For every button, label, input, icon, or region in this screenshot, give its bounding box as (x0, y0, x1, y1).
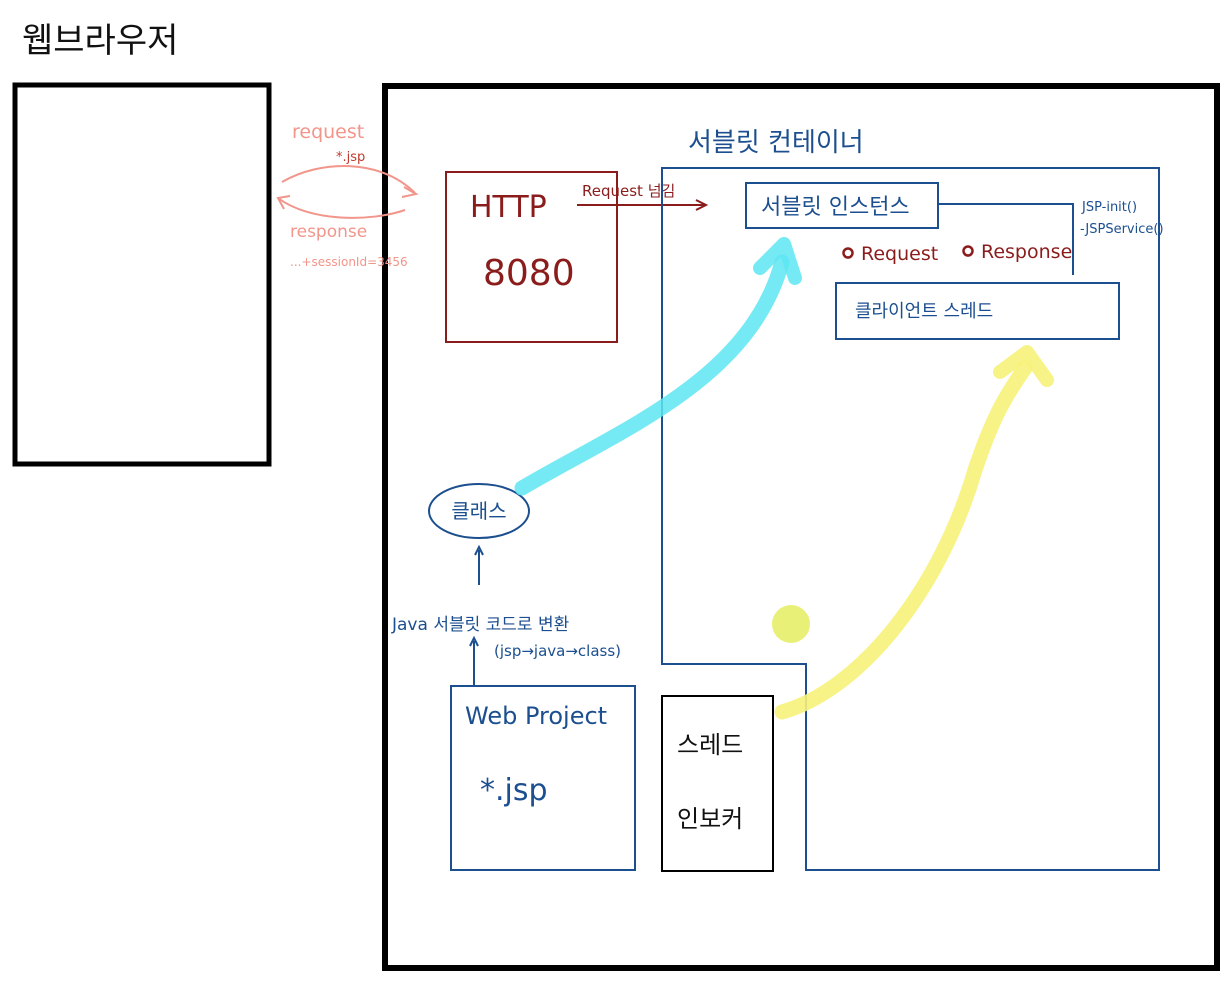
thread-invoker-box (661, 695, 774, 872)
class-to-instance-highlight (514, 254, 790, 496)
response-label: response (290, 222, 367, 242)
yellow-dot (772, 605, 810, 643)
project-to-conversion-arrowhead (469, 635, 479, 647)
response-object-label: Response (981, 241, 1072, 263)
session-id-label: ...+sessionId=3456 (290, 255, 408, 269)
client-thread-box (835, 282, 1120, 340)
conversion-chain-label: (jsp→java→class) (494, 642, 621, 660)
request-pass-arrowhead (695, 199, 709, 211)
class-ellipse (428, 483, 530, 539)
request-label: request (292, 121, 364, 143)
request-pass-label: Request 넘김 (582, 182, 675, 200)
web-project-file: *.jsp (480, 773, 548, 808)
browser-box (12, 82, 272, 467)
invoker-to-thread-highlight-head (993, 345, 1054, 387)
request-arrow (281, 164, 416, 194)
port-label: 8080 (483, 253, 575, 294)
invoker-label: 인보커 (677, 805, 743, 833)
request-object-label: Request (861, 243, 938, 265)
jsp-init-label: JSP-init() (1081, 200, 1137, 215)
response-arrowhead (276, 195, 291, 210)
response-object-bullet (962, 245, 974, 257)
instance-to-thread-connector (938, 203, 1074, 275)
request-object-bullet (842, 247, 854, 259)
conversion-label: Java 서블릿 코드로 변환 (391, 615, 569, 635)
browser-title: 웹브라우저 (22, 21, 178, 61)
servlet-instance-box (745, 182, 939, 229)
class-to-instance-highlight-head (753, 237, 802, 285)
request-response-link: request *.jsp response ...+sessionId=345… (276, 121, 419, 269)
class-label: 클래스 (451, 499, 506, 523)
thread-label: 스레드 (677, 731, 743, 759)
jsp-service-label: -JSPService() (1080, 222, 1164, 237)
servlet-container-box (661, 167, 1160, 871)
client-thread-label: 클라이언트 스레드 (855, 301, 993, 322)
http-server-box (445, 171, 618, 343)
web-project-title: Web Project (465, 702, 607, 730)
server-box (382, 83, 1220, 971)
invoker-to-thread-highlight (774, 360, 1033, 720)
http-label: HTTP (470, 190, 547, 225)
conversion-to-class-arrowhead (474, 544, 484, 556)
servlet-instance-label: 서블릿 인스턴스 (761, 195, 910, 220)
request-arrowhead (401, 186, 419, 198)
response-arrow (277, 197, 406, 219)
request-sub-label: *.jsp (336, 150, 365, 165)
servlet-container-title: 서블릿 컨테이너 (688, 128, 864, 158)
web-project-box (450, 685, 636, 871)
